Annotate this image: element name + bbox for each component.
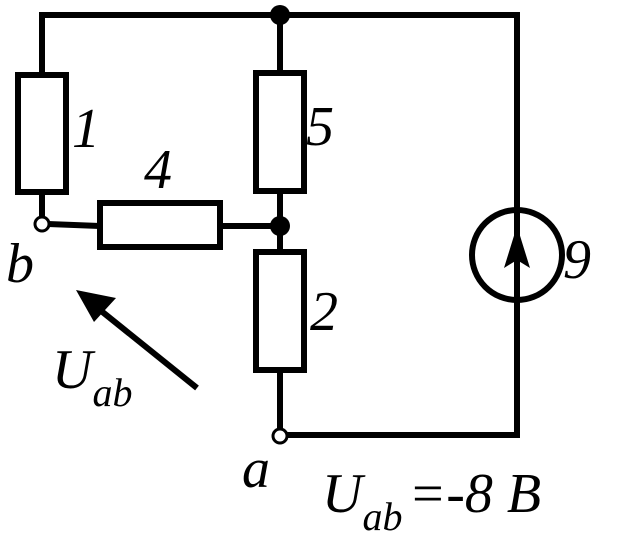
voltage-arrow-head-icon <box>76 290 116 322</box>
resistor-5 <box>253 70 307 194</box>
wire-b-to-r4 <box>44 220 104 230</box>
given-voltage-subscript: ab <box>362 494 402 539</box>
resistor-4 <box>97 200 223 250</box>
given-voltage-label: Uab=-8 B <box>322 463 541 539</box>
voltage-arrow-shaft <box>98 307 199 391</box>
label-node-a: a <box>242 438 270 500</box>
label-resistor-5: 5 <box>306 96 334 158</box>
resistor-2 <box>253 249 307 373</box>
current-source-9 <box>469 207 565 303</box>
voltage-arrow <box>76 290 199 391</box>
resistor-1 <box>15 72 69 195</box>
arrow-voltage-symbol: U <box>52 339 96 401</box>
terminal-b <box>33 215 51 233</box>
label-resistor-2: 2 <box>310 281 338 343</box>
label-resistor-1: 1 <box>72 98 100 160</box>
given-voltage-value: =-8 B <box>408 463 541 525</box>
outer-loop-wire <box>39 12 520 438</box>
label-source-9: 9 <box>563 229 591 291</box>
label-node-b: b <box>6 233 34 295</box>
arrow-voltage-label: Uab <box>52 339 132 415</box>
node-middle <box>270 216 290 236</box>
node-top <box>270 5 290 25</box>
given-voltage-symbol: U <box>322 463 366 525</box>
current-source-arrow-icon <box>504 226 530 268</box>
arrow-voltage-subscript: ab <box>92 370 132 415</box>
terminal-a <box>271 427 289 445</box>
label-resistor-4: 4 <box>144 139 172 201</box>
